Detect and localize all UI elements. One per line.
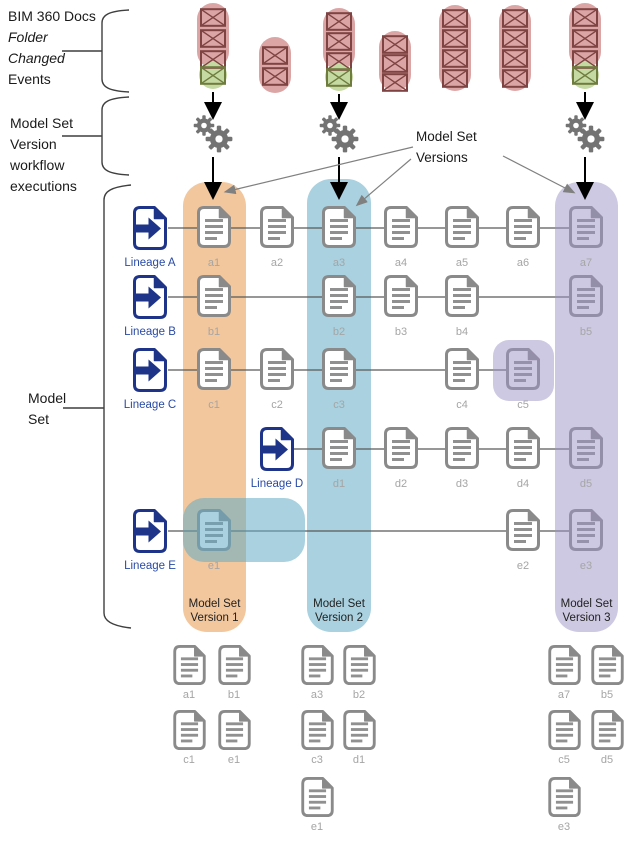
folder-changed-event-icon [326,32,352,51]
folder-changed-event-icon [326,12,352,31]
document-version-label: c3 [333,399,345,411]
output-document-label: c3 [311,754,323,766]
output-document-label: d1 [352,754,366,766]
output-document-label: b2 [352,689,366,701]
output-document-label: e1 [227,754,241,766]
workflow-brace [62,96,130,176]
event-burst-7 [569,3,601,68]
version3-c5-highlight [493,340,554,401]
version3-label: Model Set Version 3 [555,597,618,625]
event-burst-3 [323,8,355,70]
document-version-label: e3 [579,560,593,572]
document-version-label: d5 [579,478,593,490]
folder-changed-event-icon [442,29,468,48]
document-version-label: d2 [394,478,408,490]
folder-changed-event-icon [382,73,408,92]
trigger-event-icon [200,66,226,85]
folder-changed-event-icon [262,67,288,86]
document-version-label: b3 [394,326,408,338]
folder-changed-event-icon [572,29,598,48]
output-document-label: c5 [558,754,570,766]
versions-callout-arrows [223,146,576,207]
document-version-label: b1 [207,326,221,338]
output-document-label: a3 [310,689,324,701]
document-version-label: c1 [208,399,220,411]
document-version-label: d1 [332,478,346,490]
output-document-label: c1 [183,754,195,766]
folder-changed-event-icon [382,54,408,73]
output-document-label: a7 [557,689,571,701]
version1-label-line1: Model Set [188,598,241,610]
version2-column [307,179,371,632]
folder-changed-event-icon [200,29,226,48]
lineage-label: Lineage D [250,478,304,490]
folder-changed-event-icon [502,29,528,48]
folder-changed-event-icon [502,49,528,68]
model-set-versions-callout: Model Set Versions [416,129,477,165]
events-annotation-italic: Folder Changed [8,29,65,66]
events-annotation-suffix: Events [8,71,51,87]
document-version-label: b5 [579,326,593,338]
document-version-label: d3 [455,478,469,490]
folder-changed-event-icon [442,9,468,28]
version2-label: Model Set Version 2 [307,597,371,625]
lineage-label: Lineage A [124,257,176,269]
output-document-label: a1 [182,689,196,701]
version2-e1-highlight [183,498,305,562]
lineage-label: Lineage B [124,326,176,338]
version3-label-line2: Version 3 [562,612,611,624]
document-version-label: a7 [579,257,593,269]
document-version-label: a1 [207,257,221,269]
model-set-annotation: Model Set [28,390,67,427]
folder-changed-event-icon [442,69,468,88]
folder-changed-event-icon [262,46,288,65]
workflow-annotation: Model Set Version workflow executions [10,115,77,194]
document-version-label: a5 [455,257,469,269]
events-annotation-prefix: BIM 360 Docs [8,8,96,24]
document-version-label: e2 [516,560,530,572]
trigger-event-icon [326,68,352,87]
output-document-label: e3 [557,821,571,833]
event-burst-1 [197,3,229,68]
document-version-label: a3 [332,257,346,269]
document-version-label: c2 [271,399,283,411]
folder-changed-event-icon [442,49,468,68]
output-document-label: e1 [310,821,324,833]
version3-column [555,182,618,632]
document-version-label: e1 [207,560,221,572]
folder-changed-event-icon [572,8,598,27]
folder-changed-event-icon [502,69,528,88]
events-annotation: BIM 360 Docs Folder Changed Events [8,6,104,90]
document-version-label: c5 [517,399,529,411]
model-set-brace [63,184,132,629]
version1-label: Model Set Version 1 [183,597,246,625]
document-version-label: a2 [270,257,284,269]
version2-label-line1: Model Set [313,598,365,610]
folder-changed-event-icon [502,9,528,28]
output-document-label: b5 [600,689,614,701]
document-version-label: a4 [394,257,408,269]
folder-changed-event-icon [200,8,226,27]
document-version-label: d4 [516,478,530,490]
version2-label-line2: Version 2 [315,612,363,624]
trigger-event-icon [572,66,598,85]
output-document-label: b1 [227,689,241,701]
workflow-flow-arrows [204,92,594,200]
document-version-label: c4 [456,399,468,411]
event-burst-4 [379,31,411,91]
events-brace [62,9,130,93]
document-version-label: b4 [455,326,469,338]
output-document-label: d5 [600,754,614,766]
document-version-label: a6 [516,257,530,269]
folder-changed-event-icon [382,35,408,54]
version1-label-line2: Version 1 [190,612,239,624]
document-version-label: b2 [332,326,346,338]
lineage-label: Lineage C [123,399,177,411]
lineage-label: Lineage E [124,560,176,572]
version3-label-line1: Model Set [560,598,613,610]
